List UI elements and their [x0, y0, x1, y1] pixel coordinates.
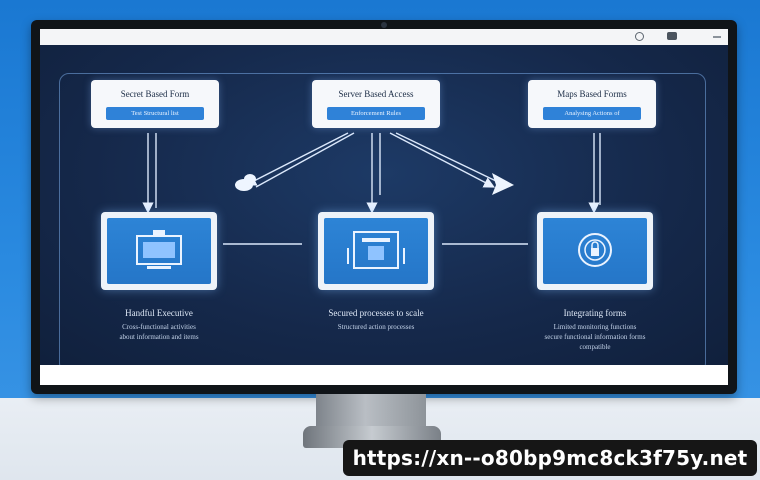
card-pill-button[interactable]: Enforcement Rules	[327, 107, 425, 120]
caption-2: Secured processes to scale Structured ac…	[296, 308, 456, 331]
card-title: Maps Based Forms	[557, 89, 627, 99]
cloud-icon	[235, 174, 256, 191]
node-computer[interactable]	[101, 212, 217, 290]
connector-line	[389, 132, 495, 188]
caption-title: Handful Executive	[125, 308, 193, 318]
maps-card[interactable]: Maps Based Forms Analysing Actions of	[528, 80, 656, 128]
caption-line: compatible	[579, 343, 611, 351]
caption-line: secure functional information forms	[544, 333, 646, 341]
connector-line	[255, 132, 355, 188]
diagram-connectors	[142, 132, 601, 245]
computer-screen-icon	[136, 230, 182, 269]
caption-line: about information and items	[119, 333, 199, 341]
server-device-icon	[347, 231, 405, 269]
caption-3: Integrating forms Limited monitoring fun…	[515, 308, 675, 351]
window-bottom-bar	[40, 365, 728, 385]
card-title: Server Based Access	[338, 89, 414, 99]
caption-line: Limited monitoring functions	[553, 323, 637, 331]
send-icon	[492, 173, 514, 195]
close-icon[interactable]	[713, 36, 721, 38]
caption-line: Cross-functional activities	[122, 323, 196, 331]
caption-line: Structured action processes	[337, 323, 415, 331]
webcam-icon	[381, 22, 387, 28]
node-security[interactable]	[537, 212, 653, 290]
caption-title: Integrating forms	[563, 308, 627, 318]
connector-line	[245, 132, 349, 186]
circle-icon[interactable]	[635, 32, 644, 41]
window-title-bar	[40, 29, 728, 45]
monitor-stand-neck	[316, 394, 426, 430]
caption-1: Handful Executive Cross-functional activ…	[79, 308, 239, 341]
lock-shield-icon	[578, 233, 612, 267]
caption-title: Secured processes to scale	[328, 308, 424, 318]
node-server[interactable]	[318, 212, 434, 290]
monitor: Secret Based Form Test Structural list S…	[31, 20, 737, 394]
source-card[interactable]: Secret Based Form Test Structural list	[91, 80, 219, 128]
url-banner[interactable]: https://xn--o80bp9mc8ck3f75y.net	[343, 440, 757, 476]
connector-line	[395, 132, 497, 182]
server-card[interactable]: Server Based Access Enforcement Rules	[312, 80, 440, 128]
monitor-screen: Secret Based Form Test Structural list S…	[40, 29, 728, 385]
diagram-canvas: Secret Based Form Test Structural list S…	[40, 45, 728, 373]
card-pill-button[interactable]: Analysing Actions of	[543, 107, 641, 120]
card-pill-button[interactable]: Test Structural list	[106, 107, 204, 120]
card-title: Secret Based Form	[120, 89, 190, 99]
minimize-icon[interactable]	[667, 32, 677, 40]
